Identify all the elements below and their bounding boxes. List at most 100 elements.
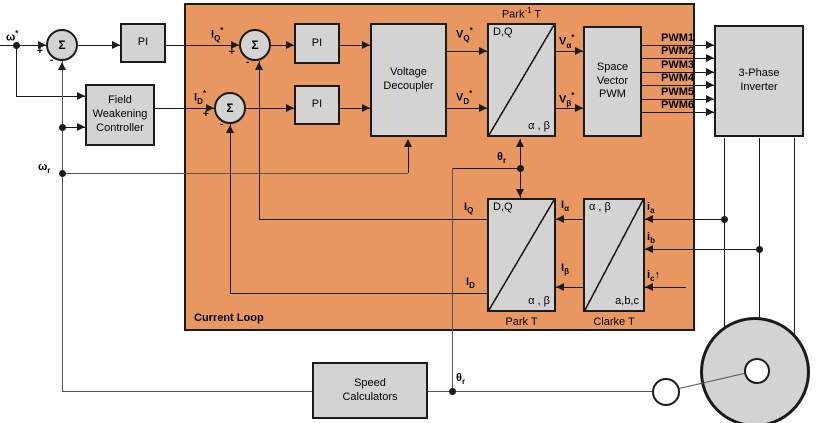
arrowhead	[38, 41, 46, 49]
wire-ic	[645, 287, 686, 288]
arrowhead	[77, 92, 85, 100]
label-iq-ref: IQ*	[211, 26, 224, 43]
pi-d-block: PI	[294, 85, 340, 125]
inverse-park-top-label: D,Q	[493, 26, 513, 38]
wire-iq-feedback-riser	[259, 61, 260, 219]
park-top-label: D,Q	[493, 201, 513, 213]
inverse-park-bottom-label: α , β	[528, 120, 550, 133]
arrowhead	[706, 95, 714, 103]
wire-ia	[645, 219, 724, 220]
wire-omega-r-to-decoupler	[62, 173, 408, 174]
label-id: ID	[466, 276, 475, 291]
junction-dot	[449, 388, 456, 395]
arrowhead	[706, 81, 714, 89]
arrowhead	[645, 245, 653, 253]
wire-speedcalc-out	[62, 391, 312, 392]
wire-phase-b	[759, 138, 760, 323]
label-vq-ref: VQ*	[456, 26, 473, 43]
arrowhead	[706, 41, 714, 49]
label-vbeta-ref: Vβ*	[559, 91, 575, 108]
junction-dot	[59, 170, 66, 177]
arrowhead	[255, 62, 263, 70]
park-block: D,Q α , β	[487, 198, 556, 312]
space-vector-pwm-label: Space Vector PWM	[596, 60, 629, 101]
label-pwm5: PWM5	[661, 86, 694, 98]
iq-sum-minus-sign: -	[246, 57, 250, 68]
inverter-block: 3-Phase Inverter	[714, 25, 804, 137]
wire-pwm6	[641, 112, 714, 113]
arrowhead	[112, 41, 120, 49]
wire-id-feedback	[230, 293, 487, 294]
space-vector-pwm-block: Space Vector PWM	[583, 26, 642, 137]
label-ialpha: Iα	[561, 199, 569, 214]
wire-phase-a	[724, 138, 725, 338]
inverse-park-title: Park-1 T	[501, 6, 542, 21]
wire-vbeta-to-svpwm	[556, 108, 583, 109]
wire-sensor-to-speedcalc	[428, 391, 652, 392]
wire-pi-q-to-decoupler	[340, 45, 370, 46]
speed-calculators-block: Speed Calculators	[312, 362, 428, 419]
label-pwm2: PWM2	[661, 45, 694, 57]
speed-sum-minus-sign: -	[50, 55, 54, 66]
wire-vq-to-inverse-park	[447, 51, 487, 52]
arrowhead	[58, 62, 66, 70]
inverter-label: 3-Phase Inverter	[738, 67, 780, 93]
label-ia: ia	[647, 201, 655, 216]
iq-summing-junction: Σ	[239, 29, 271, 61]
label-omega-r: ωr	[38, 161, 51, 176]
arrowhead	[206, 104, 214, 112]
wire-id-feedback-riser	[230, 124, 231, 293]
arrowhead	[645, 283, 653, 291]
wire-vd-to-inverse-park	[447, 108, 487, 109]
arrowhead	[404, 139, 412, 147]
junction-dot	[13, 42, 20, 49]
wire-pi-d-to-decoupler	[340, 108, 370, 109]
wire-valpha-to-svpwm	[556, 51, 583, 52]
arrowhead	[77, 123, 85, 131]
voltage-decoupler-label: Voltage Decoupler	[383, 66, 434, 92]
wire-pwm2	[641, 58, 714, 59]
motor-hub	[744, 358, 770, 384]
sigma-symbol: Σ	[58, 38, 66, 52]
position-sensor	[652, 378, 680, 406]
label-iq: IQ	[464, 201, 474, 216]
arrowhead	[706, 68, 714, 76]
speed-summing-junction: Σ	[46, 29, 78, 61]
arrowhead	[362, 41, 370, 49]
label-vd-ref: VD*	[456, 89, 473, 106]
inverse-park-block: D,Q α , β	[487, 23, 556, 137]
wire-fwc-to-sum-d	[155, 108, 214, 109]
wire-pi-speed-to-sum-q	[166, 45, 239, 46]
arrowhead	[575, 47, 583, 55]
label-omega-ref: ω*	[6, 29, 19, 44]
arrowhead	[706, 108, 714, 116]
sigma-symbol: Σ	[226, 101, 234, 115]
label-theta-r-top: θr	[497, 151, 507, 166]
arrowhead	[556, 215, 564, 223]
wire-ib	[645, 249, 759, 250]
arrowhead	[286, 104, 294, 112]
park-bottom-label: α , β	[528, 295, 550, 308]
field-weakening-label: Field Weakening Controller	[92, 94, 148, 134]
wire-omega-r-to-decoupler-riser	[408, 141, 409, 173]
arrowhead	[645, 215, 653, 223]
wire-ibeta	[556, 287, 583, 288]
speed-sum-plus-sign: +	[37, 46, 43, 57]
iq-sum-plus-sign: +	[229, 47, 235, 58]
wire-theta-r-riser	[452, 168, 453, 391]
wire-sum-d-to-pi-d	[246, 108, 294, 109]
sigma-symbol: Σ	[251, 38, 259, 52]
label-pwm6: PWM6	[661, 99, 694, 111]
label-ibeta: Iβ	[561, 262, 569, 277]
wire-pwm1	[641, 45, 714, 46]
pi-q-label: PI	[311, 36, 323, 49]
pi-speed-label: PI	[137, 36, 149, 49]
junction-dot	[721, 216, 728, 223]
wire-iq-feedback	[259, 219, 487, 220]
current-loop-label: Current Loop	[194, 312, 264, 324]
field-weakening-controller-block: Field Weakening Controller	[85, 84, 155, 146]
diagonal-divider	[585, 200, 643, 310]
arrowhead	[362, 104, 370, 112]
pi-q-block: PI	[294, 23, 340, 64]
